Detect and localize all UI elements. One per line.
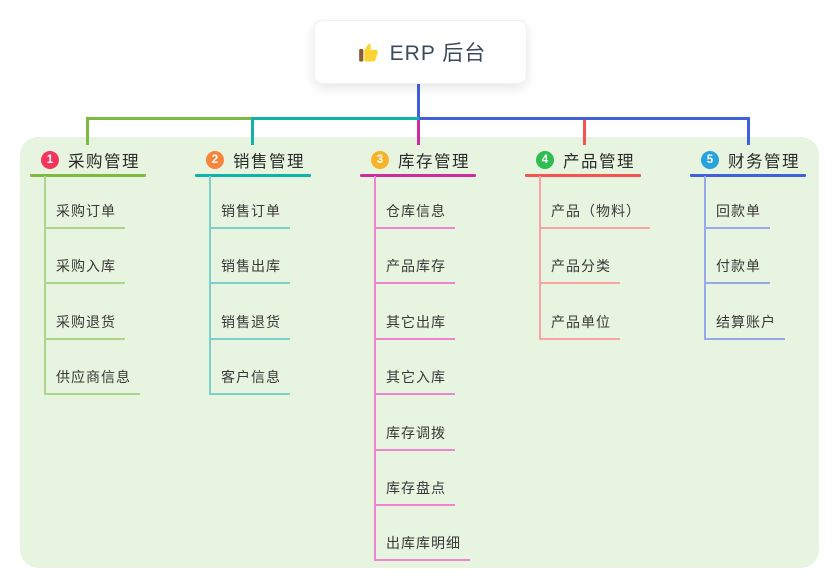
branch-product: 4 产品管理 产品（物料） 产品分类 产品单位 (525, 0, 675, 588)
drop-purchase (86, 117, 89, 145)
child-item: 出库库明细 (374, 534, 470, 561)
child-label[interactable]: 付款单 (704, 257, 770, 284)
child-label[interactable]: 产品分类 (539, 257, 620, 284)
branch-title: 库存管理 (398, 153, 470, 171)
branch-number-badge: 3 (371, 151, 389, 169)
child-label[interactable]: 采购订单 (44, 202, 125, 229)
child-item: 销售订单 (209, 202, 290, 229)
child-label[interactable]: 库存盘点 (374, 479, 455, 506)
bus-segment-purchase (86, 117, 253, 120)
child-item: 仓库信息 (374, 202, 455, 229)
branch-title: 采购管理 (68, 153, 140, 171)
branch-sales: 2 销售管理 销售订单 销售出库 销售退货 客户信息 (195, 0, 345, 588)
child-label[interactable]: 销售订单 (209, 202, 290, 229)
child-item: 采购入库 (44, 257, 125, 284)
drop-finance (747, 117, 750, 145)
branch-title: 销售管理 (233, 153, 305, 171)
drop-product (583, 120, 586, 145)
child-label[interactable]: 仓库信息 (374, 202, 455, 229)
branch-number-badge: 4 (536, 151, 554, 169)
child-item: 采购退货 (44, 313, 125, 340)
drop-inventory (417, 120, 420, 145)
branch-trunk-line (704, 176, 706, 340)
child-label[interactable]: 其它入库 (374, 368, 455, 395)
child-item: 库存调拨 (374, 424, 455, 451)
branch-title: 财务管理 (728, 153, 800, 171)
drop-sales (251, 117, 254, 145)
branch-inventory: 3 库存管理 仓库信息 产品库存 其它出库 其它入库 库存调拨 库存盘点 出库库… (360, 0, 510, 588)
branches-panel (20, 137, 819, 568)
child-item: 产品单位 (539, 313, 620, 340)
child-item: 付款单 (704, 257, 770, 284)
child-item: 销售出库 (209, 257, 290, 284)
child-label[interactable]: 产品库存 (374, 257, 455, 284)
child-item: 产品（物料） (539, 202, 650, 229)
branch-underline (360, 174, 476, 177)
branch-purchase: 1 采购管理 采购订单 采购入库 采购退货 供应商信息 (30, 0, 180, 588)
child-label[interactable]: 回款单 (704, 202, 770, 229)
branch-trunk-line (374, 176, 376, 561)
branch-underline (30, 174, 146, 177)
child-label[interactable]: 产品单位 (539, 313, 620, 340)
branch-purchase-header[interactable]: 1 采购管理 (30, 149, 140, 171)
bus-segment-sales (253, 117, 419, 120)
child-item: 其它出库 (374, 313, 455, 340)
branch-underline (195, 174, 311, 177)
branch-trunk-line (44, 176, 46, 395)
branch-trunk-line (539, 176, 541, 340)
root-label: ERP 后台 (389, 42, 487, 65)
branch-product-header[interactable]: 4 产品管理 (525, 149, 635, 171)
branch-title: 产品管理 (563, 153, 635, 171)
branch-underline (690, 174, 806, 177)
root-node[interactable]: ERP 后台 (314, 20, 527, 84)
thumbs-up-icon (358, 43, 378, 62)
child-item: 结算账户 (704, 313, 785, 340)
child-item: 产品库存 (374, 257, 455, 284)
connector-root-line (417, 82, 420, 120)
branch-inventory-header[interactable]: 3 库存管理 (360, 149, 470, 171)
child-item: 库存盘点 (374, 479, 455, 506)
branch-finance-header[interactable]: 5 财务管理 (690, 149, 800, 171)
child-label[interactable]: 销售退货 (209, 313, 290, 340)
child-label[interactable]: 产品（物料） (539, 202, 650, 229)
child-item: 销售退货 (209, 313, 290, 340)
bus-segment-finance (419, 117, 750, 120)
branch-underline (525, 174, 641, 177)
branch-number-badge: 2 (206, 151, 224, 169)
child-label[interactable]: 客户信息 (209, 368, 290, 395)
child-label[interactable]: 供应商信息 (44, 368, 140, 395)
child-item: 产品分类 (539, 257, 620, 284)
child-label[interactable]: 出库库明细 (374, 534, 470, 561)
branch-number-badge: 1 (41, 151, 59, 169)
child-item: 采购订单 (44, 202, 125, 229)
child-label[interactable]: 结算账户 (704, 313, 785, 340)
child-item: 回款单 (704, 202, 770, 229)
branch-finance: 5 财务管理 回款单 付款单 结算账户 (690, 0, 839, 588)
branch-sales-header[interactable]: 2 销售管理 (195, 149, 305, 171)
branch-number-badge: 5 (701, 151, 719, 169)
child-item: 客户信息 (209, 368, 290, 395)
child-item: 其它入库 (374, 368, 455, 395)
child-label[interactable]: 其它出库 (374, 313, 455, 340)
child-label[interactable]: 销售出库 (209, 257, 290, 284)
child-label[interactable]: 采购退货 (44, 313, 125, 340)
child-label[interactable]: 库存调拨 (374, 424, 455, 451)
child-label[interactable]: 采购入库 (44, 257, 125, 284)
child-item: 供应商信息 (44, 368, 140, 395)
branch-trunk-line (209, 176, 211, 395)
